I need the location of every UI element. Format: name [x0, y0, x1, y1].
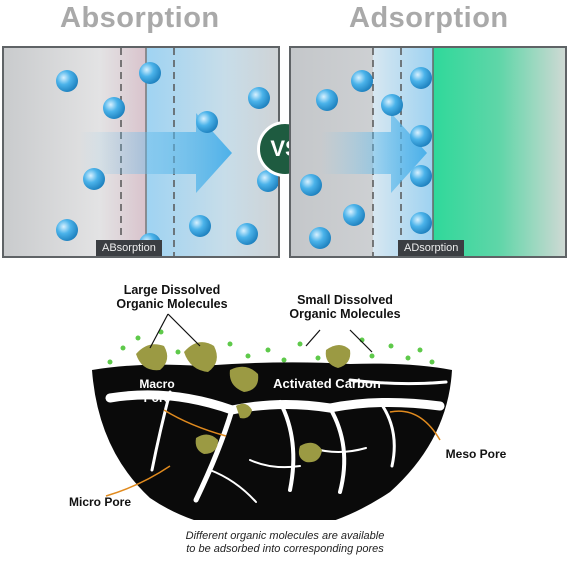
small-molecule-icon	[236, 403, 252, 419]
molecule-icon	[343, 204, 365, 226]
leader-lines	[149, 313, 373, 353]
absorption-title: Absorption	[60, 2, 220, 34]
molecule-group	[300, 67, 432, 249]
adsorption-panel: ADsorption	[289, 46, 567, 258]
adsorption-label: ADsorption	[398, 240, 465, 256]
absorption-label: ABsorption	[96, 240, 162, 256]
large-molecule-icon	[229, 366, 259, 392]
molecule-icon	[189, 215, 211, 237]
molecule-icon	[236, 223, 258, 245]
macro-pore-label-line1: Macro	[139, 377, 174, 391]
molecule-icon	[410, 165, 432, 187]
caption-line-2: to be adsorbed into corresponding pores	[186, 543, 384, 555]
macro-pore-label-line2: Pore	[144, 391, 171, 405]
activated-carbon-label: Activated Carbon	[273, 376, 381, 391]
large-molecules-label-line2: Organic Molecules	[116, 297, 227, 311]
adsorption-title: Adsorption	[349, 2, 509, 34]
small-molecule-icon	[195, 434, 218, 454]
small-molecule-icon	[298, 442, 322, 463]
arrow-icon	[321, 113, 427, 193]
small-molecules-label-line2: Organic Molecules	[289, 307, 400, 321]
molecule-icon	[410, 67, 432, 89]
molecule-icon	[196, 111, 218, 133]
absorption-panel: ABsorption	[2, 46, 280, 258]
molecule-icon	[257, 170, 278, 192]
pore-channels	[105, 378, 448, 503]
arrow-icon	[79, 113, 232, 193]
molecule-icon	[300, 174, 322, 196]
molecule-icon	[410, 212, 432, 234]
adsorption-illustration	[291, 48, 565, 256]
small-molecules-label-line1: Small Dissolved	[297, 293, 393, 307]
molecule-icon	[316, 89, 338, 111]
large-molecules-label-line1: Large Dissolved	[124, 283, 221, 297]
molecule-icon	[139, 62, 161, 84]
molecule-group	[56, 62, 278, 255]
adsorbent-surface	[433, 48, 565, 256]
large-molecule-icon	[184, 342, 217, 372]
absorption-illustration	[4, 48, 278, 256]
meso-pore-label: Meso Pore	[446, 447, 507, 461]
molecule-icon	[351, 70, 373, 92]
caption-line-1: Different organic molecules are availabl…	[185, 530, 385, 542]
molecule-icon	[410, 125, 432, 147]
organic-molecules	[136, 342, 351, 463]
molecule-icon	[56, 219, 78, 241]
pore-pointer-lines	[105, 409, 441, 497]
molecule-icon	[83, 168, 105, 190]
molecule-icon	[309, 227, 331, 249]
molecule-icon	[56, 70, 78, 92]
molecule-icon	[381, 94, 403, 116]
small-molecule-icon	[325, 345, 351, 368]
molecule-icon	[103, 97, 125, 119]
activated-carbon-diagram: Large Dissolved Organic Molecules Small …	[69, 283, 507, 520]
molecule-icon	[248, 87, 270, 109]
large-molecule-icon	[136, 344, 168, 371]
micro-pore-label: Micro Pore	[69, 495, 131, 509]
